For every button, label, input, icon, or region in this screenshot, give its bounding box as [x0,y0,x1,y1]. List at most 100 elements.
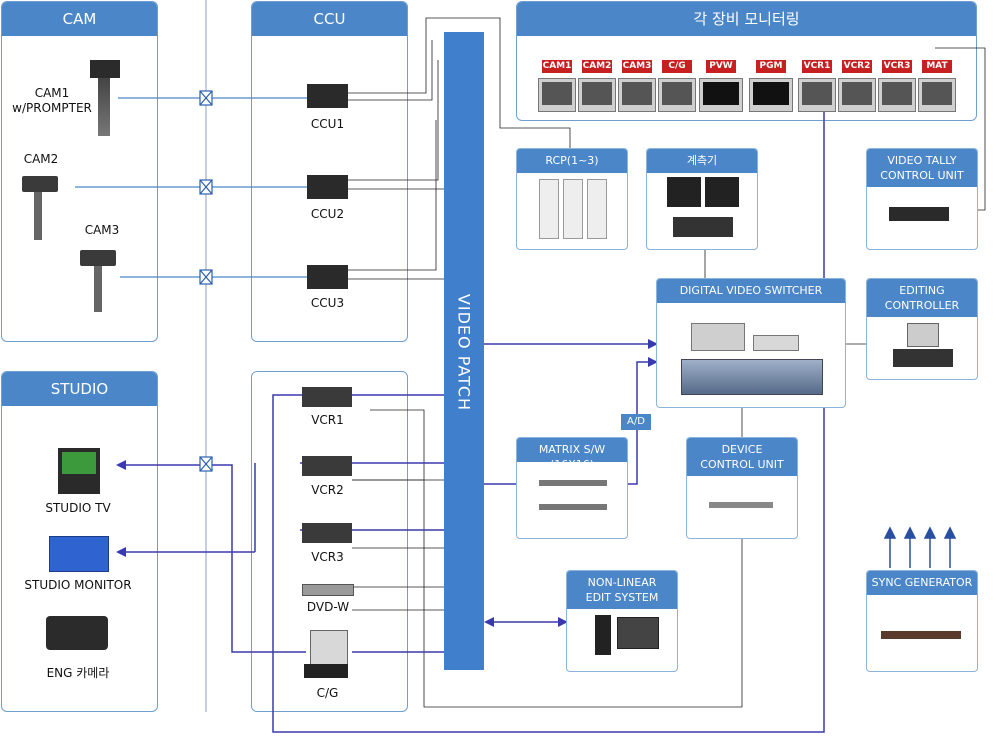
video-patch-bar [444,32,484,670]
editing-card-title: EDITING CONTROLLER [867,279,977,317]
editing-console-icon [893,349,953,367]
dvd-unit-icon [302,584,354,596]
monitoring-panel-title: 각 장비 모니터링 [517,2,976,36]
studio-monitor-icon [49,536,109,572]
monitor-screen [918,78,956,112]
sync-arrows [883,526,957,568]
monitor-screen [578,78,616,112]
ccu-panel-title: CCU [252,2,407,36]
monitor-screen [658,78,696,112]
monitor-screen [838,78,876,112]
monitor-screen [749,78,793,112]
nle-card: NON-LINEAR EDIT SYSTEM [566,570,678,672]
camera3-icon [80,250,116,266]
wire-cg-studio-tv [208,464,306,653]
monitor-screen [618,78,656,112]
rcp-card: RCP(1~3) [516,148,628,250]
monitor-screen [699,78,743,112]
matrix-unit-icon [539,480,607,486]
wire-device-control [370,409,743,708]
ccu3-unit-icon [307,265,348,289]
nle-card-title: NON-LINEAR EDIT SYSTEM [567,571,677,609]
monitor-tag-cg: C/G [662,60,692,73]
editing-card: EDITING CONTROLLER [866,278,978,380]
vcr3-unit-icon [302,523,352,543]
editing-screen-icon [907,323,939,347]
arrowheads [116,339,658,627]
switcher-card: DIGITAL VIDEO SWITCHER [656,278,846,408]
ad-label: A/D [627,416,645,427]
rcp-panel-icon [587,179,607,239]
monitor-screen [798,78,836,112]
nle-monitor-icon [617,617,659,649]
cg-base-icon [304,664,348,678]
ccu2-unit-icon [307,175,348,199]
nle-tower-icon [595,615,611,655]
switcher-frame-icon [753,335,799,351]
eng-camera-icon [46,616,108,650]
matrix-card: MATRIX S/W (16X16) [516,437,628,539]
ccu1-label: CCU1 [310,117,345,131]
monitor-tag-vcr3: VCR3 [882,60,912,73]
ccu1-unit-icon [307,84,348,108]
studio-tv-label: STUDIO TV [45,501,111,515]
tally-card-title: VIDEO TALLY CONTROL UNIT [867,149,977,187]
tally-card: VIDEO TALLY CONTROL UNIT [866,148,978,250]
matrix-unit-icon [539,504,607,510]
cg-computer-icon [310,630,348,666]
vcr1-unit-icon [302,387,352,407]
cam3-label: CAM3 [84,223,120,237]
monitor-screen [878,78,916,112]
sync-card: SYNC GENERATOR [866,570,978,672]
sync-card-title: SYNC GENERATOR [867,571,977,595]
camera-prompter-icon [90,60,120,78]
camera-tripod-icon [98,78,110,136]
switcher-frame-icon [691,323,745,351]
device-control-card-title: DEVICE CONTROL UNIT [687,438,797,476]
monitor-tag-pvw: PVW [706,60,736,73]
measure-monitor-icon [667,177,701,207]
monitor-tag-vcr1: VCR1 [802,60,832,73]
studio-monitor-label: STUDIO MONITOR [24,578,132,592]
monitor-tag-cam3: CAM3 [622,60,652,73]
sync-unit-icon [881,631,961,639]
vcr3-label: VCR3 [311,550,344,564]
ccu2-label: CCU2 [310,207,345,221]
vcr2-unit-icon [302,456,352,476]
measure-card: 계측기 [646,148,758,250]
wire-ccu1-rcp [348,17,571,148]
camera3-tripod-icon [94,266,102,312]
measure-scope-icon [673,217,733,237]
vcr1-label: VCR1 [311,413,344,427]
rcp-panel-icon [539,179,559,239]
ccu-panel: CCU [251,1,408,342]
monitor-tag-vcr2: VCR2 [842,60,872,73]
wire-ccu1-patch [348,40,433,101]
dvd-label: DVD-W [306,600,350,614]
monitor-tag-cam2: CAM2 [582,60,612,73]
wire-ccu3-rcp [348,120,437,271]
monitor-tag-pgm: PGM [756,60,786,73]
video-patch-label: VIDEO PATCH [454,293,474,412]
switcher-card-title: DIGITAL VIDEO SWITCHER [657,279,845,303]
cam-panel-title: CAM [2,2,157,36]
measure-monitor-icon [705,177,739,207]
switcher-panel-icon [681,359,823,395]
monitor-screen [538,78,576,112]
cam1-label: CAM1 w/PROMPTER [12,86,92,115]
rcp-card-title: RCP(1~3) [517,149,627,173]
vcr2-label: VCR2 [311,483,344,497]
cam2-label: CAM2 [23,152,59,166]
camera2-icon [22,176,58,192]
tally-unit-icon [889,207,949,221]
studio-panel-title: STUDIO [2,372,157,406]
cg-label: C/G [316,686,339,700]
rcp-panel-icon [563,179,583,239]
camera2-tripod-icon [34,192,42,240]
monitor-tag-mat: MAT [922,60,952,73]
measure-card-title: 계측기 [647,149,757,173]
ccu3-label: CCU3 [310,296,345,310]
matrix-card-title: MATRIX S/W (16X16) [517,438,627,471]
device-unit-icon [709,502,773,508]
